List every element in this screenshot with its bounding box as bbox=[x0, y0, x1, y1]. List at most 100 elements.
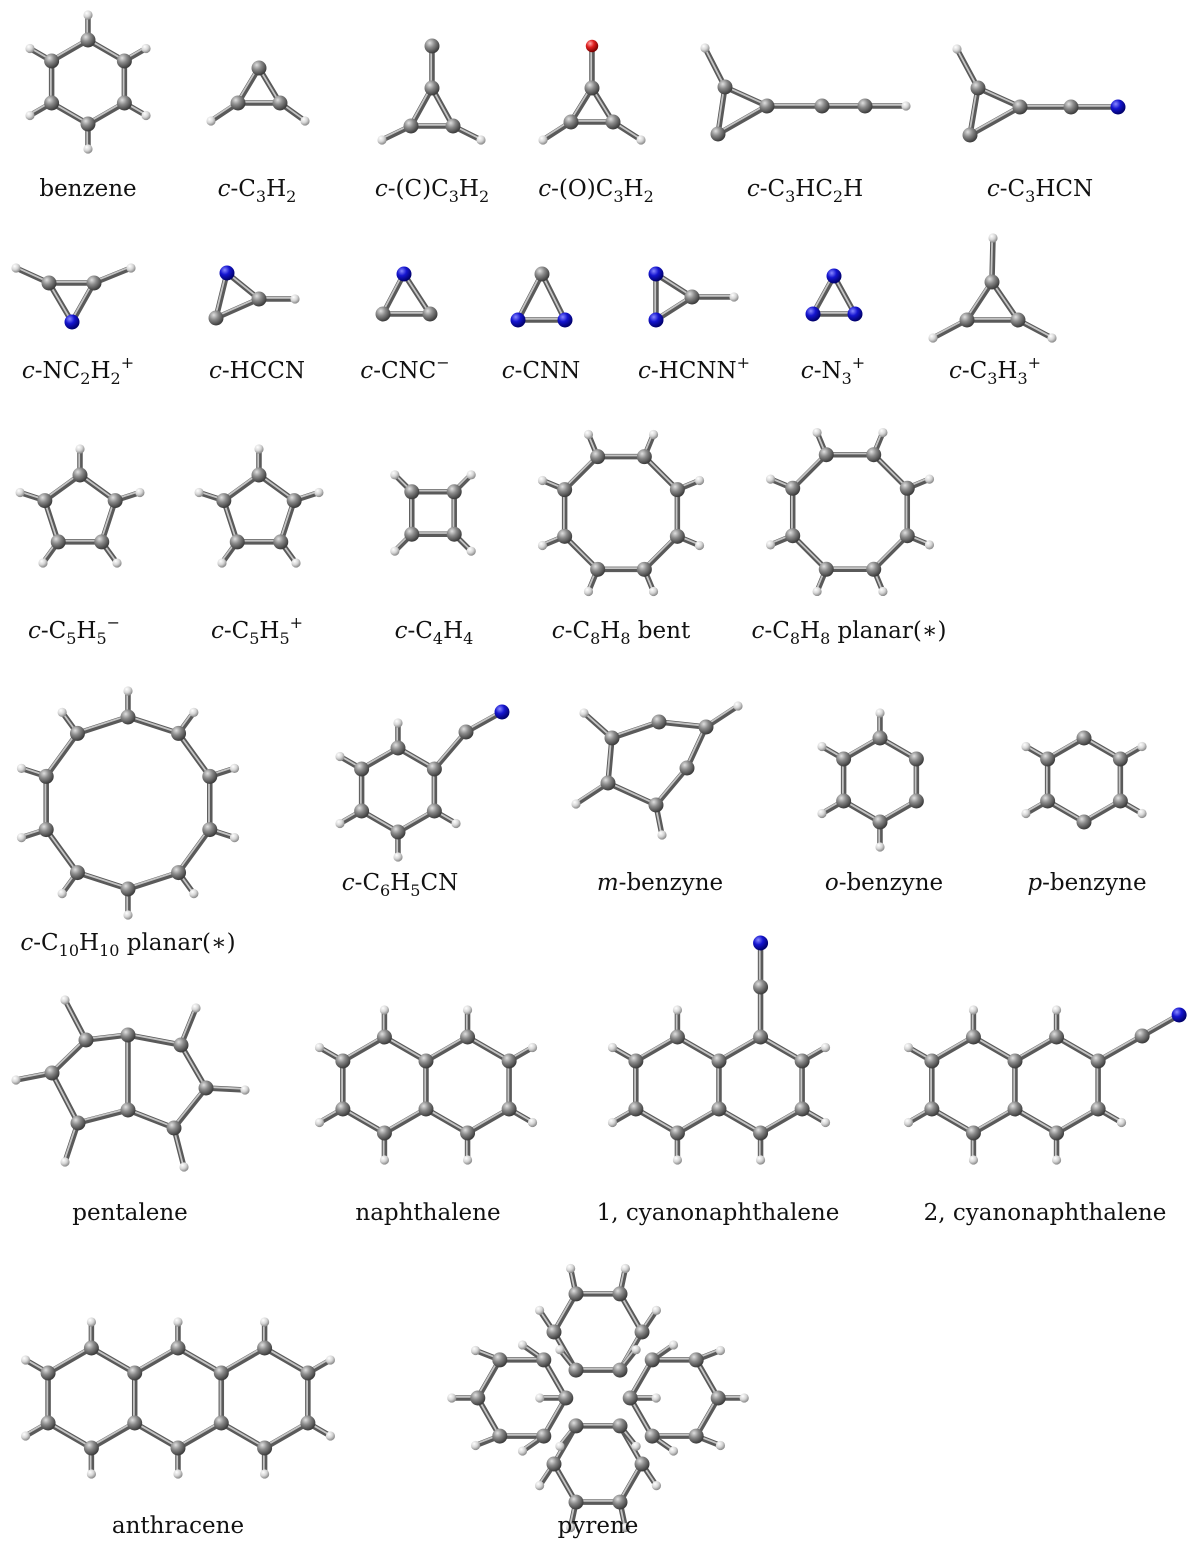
carbon-atom bbox=[202, 768, 218, 784]
carbon-atom bbox=[612, 1362, 628, 1378]
bond-highlight bbox=[126, 870, 179, 889]
molecule-c-c3hc2h bbox=[700, 43, 911, 142]
carbon-atom bbox=[251, 291, 267, 307]
molecule-c-c5h5p bbox=[194, 444, 324, 568]
label-text: -C bbox=[962, 358, 987, 384]
carbon-atom bbox=[899, 528, 915, 544]
carbon-atom bbox=[72, 467, 88, 483]
carbon-atom bbox=[470, 1390, 486, 1406]
carbon-atom bbox=[546, 1456, 562, 1472]
hydrogen-atom bbox=[903, 1117, 914, 1128]
carbon-atom bbox=[501, 1053, 517, 1069]
label-prefix: c bbox=[211, 618, 224, 644]
carbon-atom bbox=[44, 95, 60, 111]
label-text: bent bbox=[631, 618, 691, 644]
bond-highlight bbox=[654, 765, 688, 805]
bond-highlight bbox=[1054, 1106, 1099, 1133]
carbon-atom bbox=[563, 114, 579, 130]
hydrogen-atom bbox=[583, 586, 594, 597]
hydrogen-atom bbox=[189, 707, 199, 717]
hydrogen-atom bbox=[390, 470, 400, 480]
hydrogen-atom bbox=[112, 558, 122, 568]
label-c-cc3h2: c-(C)C3H2 bbox=[375, 176, 489, 206]
bond bbox=[423, 1034, 471, 1064]
hydrogen-atom bbox=[607, 1042, 618, 1053]
hydrogen-atom bbox=[20, 1431, 31, 1441]
label-prefix: p bbox=[1027, 870, 1042, 896]
label-1-cyanonaphthalene: 1, cyanonaphthalene bbox=[597, 1200, 840, 1226]
bond-highlight bbox=[642, 534, 678, 570]
hydrogen-atom bbox=[11, 263, 21, 273]
hydrogen-atom bbox=[765, 474, 776, 484]
label-prefix: c bbox=[552, 618, 565, 644]
bond bbox=[674, 1106, 722, 1136]
carbon-atom bbox=[546, 1324, 562, 1340]
carbon-atom bbox=[286, 493, 302, 509]
label-subscript: 2 bbox=[111, 369, 121, 388]
molecule-pentalene bbox=[11, 995, 250, 1172]
label-prefix: c bbox=[22, 358, 35, 384]
molecule-layer bbox=[11, 10, 1187, 1533]
carbon-atom bbox=[688, 1428, 704, 1444]
label-text: HCN bbox=[1035, 176, 1093, 202]
bond-highlight bbox=[424, 1034, 468, 1061]
molecule-c-hcnnp bbox=[648, 266, 739, 328]
carbon-atom bbox=[568, 1362, 584, 1378]
carbon-atom bbox=[424, 80, 440, 96]
carbon-atom bbox=[568, 1286, 584, 1302]
carbon-atom bbox=[899, 480, 915, 496]
carbon-atom bbox=[171, 725, 187, 741]
carbon-atom bbox=[354, 761, 370, 777]
hydrogen-atom bbox=[141, 110, 151, 121]
label-text: H bbox=[90, 358, 110, 384]
hydrogen-atom bbox=[11, 1075, 21, 1085]
label-text: pyrene bbox=[558, 1513, 639, 1539]
molecule-c-c3h3p bbox=[928, 233, 1057, 343]
label-text: -(C)C bbox=[388, 176, 449, 202]
molecule-o-benzyne bbox=[817, 708, 924, 852]
molecule-p-benzyne bbox=[1021, 730, 1147, 830]
carbon-atom bbox=[166, 1120, 182, 1136]
carbon-atom bbox=[636, 449, 652, 465]
carbon-atom bbox=[1012, 99, 1028, 115]
molecule-c-oc3h2 bbox=[538, 39, 646, 145]
hydrogen-atom bbox=[393, 852, 403, 862]
label-prefix: c bbox=[801, 358, 814, 384]
carbon-atom bbox=[198, 1080, 214, 1096]
bond-highlight bbox=[703, 45, 726, 87]
bond bbox=[715, 84, 728, 137]
hydrogen-atom bbox=[968, 1155, 979, 1165]
carbon-atom bbox=[445, 118, 461, 134]
bond bbox=[464, 1106, 512, 1136]
hydrogen-atom bbox=[1051, 1005, 1062, 1015]
carbon-atom bbox=[40, 1415, 56, 1431]
hydrogen-atom bbox=[25, 43, 35, 54]
label-c-c3h2: c-C3H2 bbox=[218, 176, 297, 206]
hydrogen-atom bbox=[651, 1305, 662, 1315]
molecule-m-benzyne bbox=[571, 701, 743, 840]
bond-highlight bbox=[675, 1106, 720, 1133]
label-prefix: c bbox=[360, 358, 373, 384]
bond bbox=[515, 271, 545, 323]
carbon-atom bbox=[390, 824, 406, 840]
carbon-atom bbox=[376, 1029, 392, 1045]
carbon-atom bbox=[116, 95, 132, 111]
carbon-atom bbox=[970, 80, 986, 96]
label-subscript: 2 bbox=[80, 369, 90, 388]
carbon-atom bbox=[208, 310, 224, 326]
hydrogen-atom bbox=[878, 427, 888, 438]
hydrogen-atom bbox=[57, 707, 67, 717]
carbon-atom bbox=[785, 528, 801, 544]
label-text: benzene bbox=[39, 176, 136, 202]
label-superscript: + bbox=[1028, 353, 1041, 372]
carbon-atom bbox=[78, 1032, 94, 1048]
carbon-atom bbox=[710, 126, 726, 142]
label-prefix: c bbox=[987, 176, 1000, 202]
label-text: -C bbox=[33, 930, 58, 956]
molecule-c-c4h4 bbox=[390, 470, 476, 556]
bond-highlight bbox=[63, 997, 87, 1040]
carbon-atom bbox=[213, 1365, 229, 1381]
hydrogen-atom bbox=[924, 540, 935, 550]
hydrogen-atom bbox=[527, 1117, 538, 1128]
hydrogen-atom bbox=[16, 833, 27, 843]
